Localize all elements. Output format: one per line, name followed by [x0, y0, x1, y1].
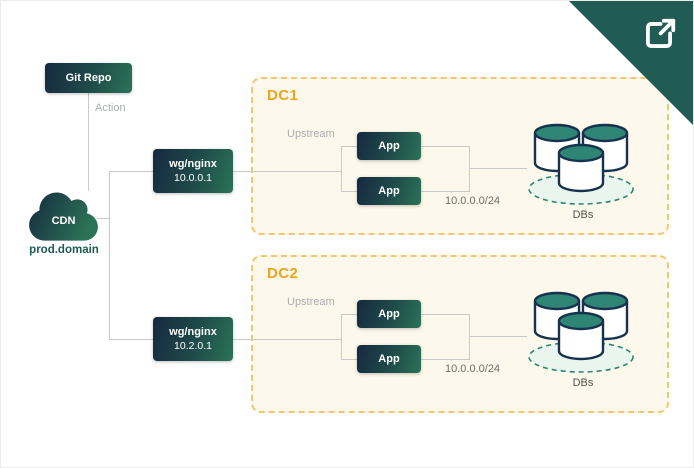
- connector-trunk-to-gateway2: [109, 339, 153, 340]
- action-label: Action: [95, 102, 126, 114]
- connector-dc2-to-dbs: [469, 336, 527, 337]
- connector-gateway1-upstream: [233, 171, 341, 172]
- dc1-gateway-node: wg/nginx 10.0.0.1: [153, 149, 233, 193]
- git-repo-node: Git Repo: [45, 63, 132, 93]
- connector-dc1-to-app1: [341, 146, 357, 147]
- dc1-subnet-label: 10.0.0.0/24: [445, 195, 501, 207]
- connector-dc1-join-vertical: [469, 146, 470, 192]
- dc2-db-cluster: [528, 291, 634, 373]
- dc2-gateway-name: wg/nginx: [169, 326, 217, 338]
- connector-git-to-cdn: [88, 93, 89, 191]
- git-repo-label: Git Repo: [65, 71, 112, 84]
- connector-gateway2-upstream: [233, 339, 341, 340]
- connector-dc2-branch-vertical: [341, 314, 342, 360]
- connector-dc1-branch-vertical: [341, 146, 342, 192]
- dc1-app1-label: App: [378, 139, 400, 152]
- dc2-upstream-label: Upstream: [287, 296, 335, 308]
- connector-trunk-to-gateway1: [109, 171, 153, 172]
- connector-dc1-app1-out: [421, 146, 469, 147]
- dc1-gateway-name: wg/nginx: [169, 158, 217, 170]
- dc1-app1-node: App: [357, 132, 421, 160]
- external-link-icon[interactable]: [640, 16, 678, 54]
- connector-dc1-to-app2: [341, 191, 357, 192]
- dc1-app2-label: App: [378, 184, 400, 197]
- dc2-app1-node: App: [357, 300, 421, 328]
- db-cylinder-front: [557, 311, 605, 361]
- dc1-dbs-label: DBs: [572, 209, 594, 221]
- dc1-db-cluster: [528, 123, 634, 205]
- connector-dc2-join-vertical: [469, 314, 470, 360]
- dc2-dbs-label: DBs: [572, 377, 594, 389]
- cdn-domain-label: prod.domain: [29, 244, 99, 256]
- cdn-label: CDN: [51, 215, 76, 227]
- dc2-app2-label: App: [378, 352, 400, 365]
- connector-cdn-to-trunk: [97, 218, 109, 219]
- dc2-gateway-ip: 10.2.0.1: [174, 340, 212, 352]
- dc2-app2-node: App: [357, 345, 421, 373]
- connector-dc2-app1-out: [421, 314, 469, 315]
- dc2-gateway-node: wg/nginx 10.2.0.1: [153, 317, 233, 361]
- dc2-title: DC2: [267, 265, 299, 282]
- connector-dc2-to-app1: [341, 314, 357, 315]
- cdn-cloud-icon: [29, 192, 98, 241]
- dc1-gateway-ip: 10.0.0.1: [174, 172, 212, 184]
- dc1-title: DC1: [267, 87, 299, 104]
- dc2-app1-label: App: [378, 307, 400, 320]
- connector-trunk-vertical: [109, 171, 110, 340]
- connector-dc1-app2-out: [421, 191, 469, 192]
- connector-dc1-to-dbs: [469, 168, 527, 169]
- dc1-upstream-label: Upstream: [287, 128, 335, 140]
- connector-dc2-to-app2: [341, 359, 357, 360]
- db-cylinder-front: [557, 143, 605, 193]
- dc2-subnet-label: 10.0.0.0/24: [445, 363, 501, 375]
- connector-dc2-app2-out: [421, 359, 469, 360]
- dc1-app2-node: App: [357, 177, 421, 205]
